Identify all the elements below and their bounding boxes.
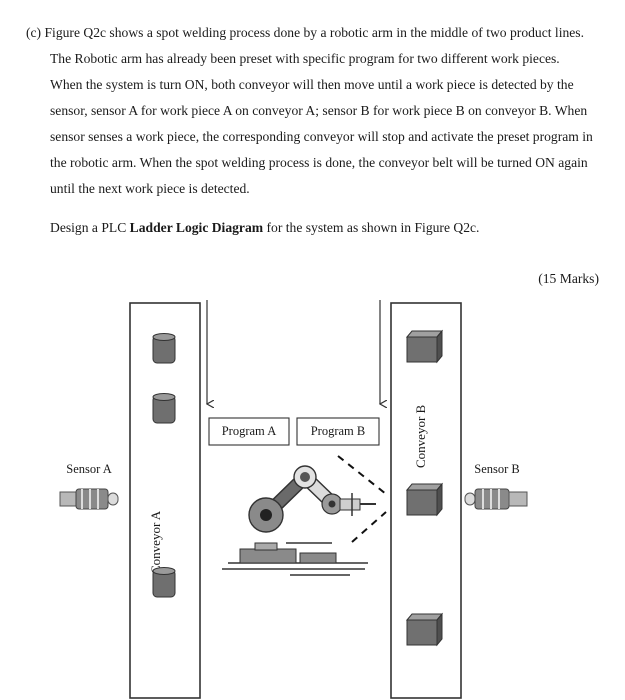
marks-label: (15 Marks)	[538, 271, 599, 286]
program-a-label: Program A	[222, 424, 277, 438]
workpiece-a-2	[152, 393, 176, 424]
question-text: (c) Figure Q2c shows a spot welding proc…	[26, 20, 606, 241]
workpiece-b-1	[405, 329, 444, 364]
program-b-label: Program B	[311, 424, 366, 438]
conveyor-a-label: Conveyor A	[148, 510, 163, 574]
question-intro: Figure Q2c shows a spot welding process …	[44, 25, 585, 66]
conveyor-b-label: Conveyor B	[413, 404, 428, 468]
robotic-arm	[222, 455, 387, 576]
sensor-a-label: Sensor A	[66, 462, 112, 476]
design-bold: Ladder Logic Diagram	[129, 220, 264, 235]
program-a-box: Program A	[208, 417, 290, 446]
program-b-box: Program B	[296, 417, 380, 446]
workpiece-a-1	[152, 333, 176, 364]
sensor-a: Sensor A	[59, 462, 119, 510]
workpiece-a-3	[152, 567, 176, 598]
workpiece-b-2	[405, 482, 444, 517]
conveyor-b: Conveyor B	[390, 302, 462, 699]
question-label: (c)	[26, 25, 42, 40]
design-instruction: Design a PLC Ladder Logic Diagram for th…	[26, 215, 606, 241]
conveyor-a: Conveyor A	[129, 302, 201, 699]
question-paragraph-1: (c) Figure Q2c shows a spot welding proc…	[26, 20, 606, 72]
question-paragraph-2: When the system is turn ON, both conveyo…	[50, 77, 593, 196]
workpiece-b-3	[405, 612, 444, 647]
design-prefix: Design a PLC	[50, 220, 130, 235]
design-suffix: for the system as shown in Figure Q2c.	[263, 220, 480, 235]
sensor-b-label: Sensor B	[474, 462, 520, 476]
sensor-b: Sensor B	[464, 462, 528, 510]
